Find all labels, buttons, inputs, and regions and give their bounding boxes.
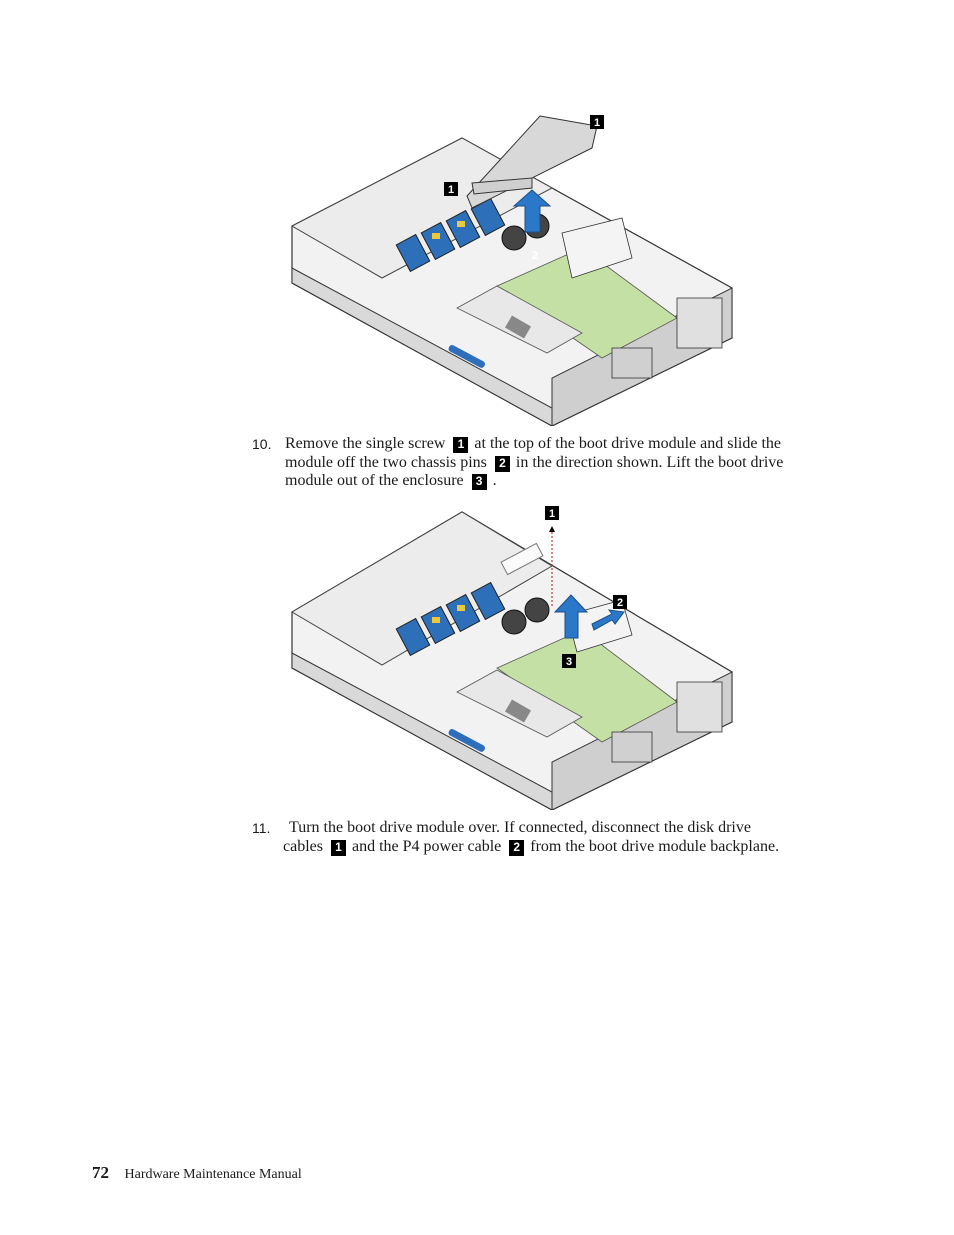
callout-1: 1 bbox=[453, 437, 469, 453]
step-text-part: module out of the enclosure bbox=[285, 472, 464, 489]
callout-3: 3 bbox=[471, 474, 487, 490]
step-text-part: module off the two chassis pins bbox=[285, 453, 487, 471]
fan-row bbox=[395, 581, 550, 657]
step-11: 11. Turn the boot drive module over. If … bbox=[252, 819, 842, 859]
page-number: 72 bbox=[92, 1163, 109, 1182]
step-text-part: in the direction shown. Lift the boot dr… bbox=[515, 453, 784, 471]
callout-label: 2 bbox=[617, 597, 623, 609]
callout-label: 2 bbox=[532, 250, 538, 262]
callout-label: 1 bbox=[549, 508, 555, 520]
step-10: 10. Remove the single screw 1 at the top o… bbox=[252, 435, 842, 495]
step-text-part: and the P4 power cable bbox=[351, 837, 502, 855]
callout-label: 3 bbox=[566, 656, 572, 668]
server-figure-remove-boot-drive: 1 2 3 bbox=[282, 500, 742, 810]
step-text-part: . bbox=[492, 472, 497, 489]
step-text: Remove the single screw 1 at the top of th… bbox=[285, 435, 841, 491]
step-text-part: Remove the single screw bbox=[285, 435, 446, 452]
server-chassis-illustration: 1 2 3 bbox=[291, 506, 733, 810]
step-text-part: Turn the boot drive module over. If conn… bbox=[289, 819, 751, 836]
figure-callouts: 1 2 3 bbox=[545, 506, 627, 668]
callout-2: 2 bbox=[494, 455, 510, 472]
figure-callouts: 1 1 2 bbox=[444, 115, 604, 262]
step-text: Turn the boot drive module over. If conn… bbox=[283, 819, 839, 856]
step-number: 10. bbox=[252, 436, 272, 452]
callout-2: 2 bbox=[509, 839, 525, 856]
step-text-part: at the top of the boot drive module and … bbox=[474, 435, 781, 452]
server-chassis-illustration: 1 1 2 bbox=[290, 115, 733, 426]
manual-title: Hardware Maintenance Manual bbox=[124, 1167, 302, 1182]
step-text-part: cables bbox=[283, 837, 323, 855]
page-footer: 72 Hardware Maintenance Manual bbox=[92, 1163, 302, 1183]
server-figure-remove-bracket: 1 1 2 bbox=[282, 108, 742, 426]
callout-label: 1 bbox=[448, 184, 454, 196]
callout-1: 1 bbox=[330, 839, 346, 856]
callout-label: 1 bbox=[594, 117, 600, 129]
step-text-part: from the boot drive module backplane. bbox=[530, 837, 780, 855]
step-number: 11. bbox=[252, 820, 271, 836]
